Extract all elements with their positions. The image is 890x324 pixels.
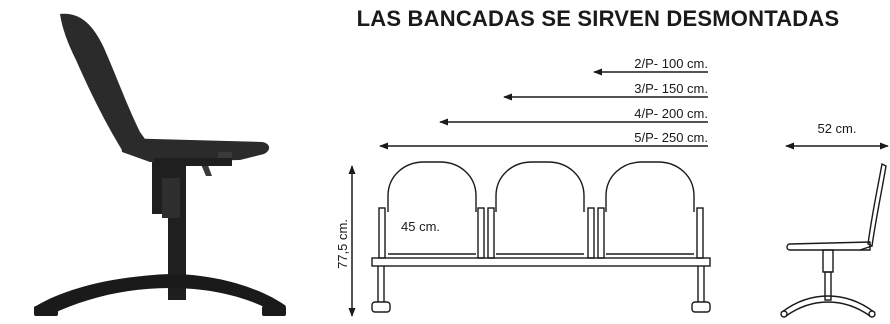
depth-label: 52 cm. [817,121,856,136]
depth-dimension: 52 cm. [785,121,889,150]
height-dimension: 77,5 cm. [335,165,356,317]
height-label: 77,5 cm. [335,219,350,269]
width-label-3p: 3/P- 150 cm. [634,81,708,96]
bench-front-drawing [371,161,711,313]
width-label-4p: 4/P- 200 cm. [634,106,708,121]
bench-side-drawing [780,162,887,318]
chair-side-photo [34,13,286,316]
page-title: LAS BANCADAS SE SIRVEN DESMONTADAS [356,6,840,31]
width-dimensions: 2/P- 100 cm. 3/P- 150 cm. 4/P- 200 cm. 5… [379,56,708,150]
width-label-5p: 5/P- 250 cm. [634,130,708,145]
width-label-2p: 2/P- 100 cm. [634,56,708,71]
seat-width-label: 45 cm. [401,219,440,234]
